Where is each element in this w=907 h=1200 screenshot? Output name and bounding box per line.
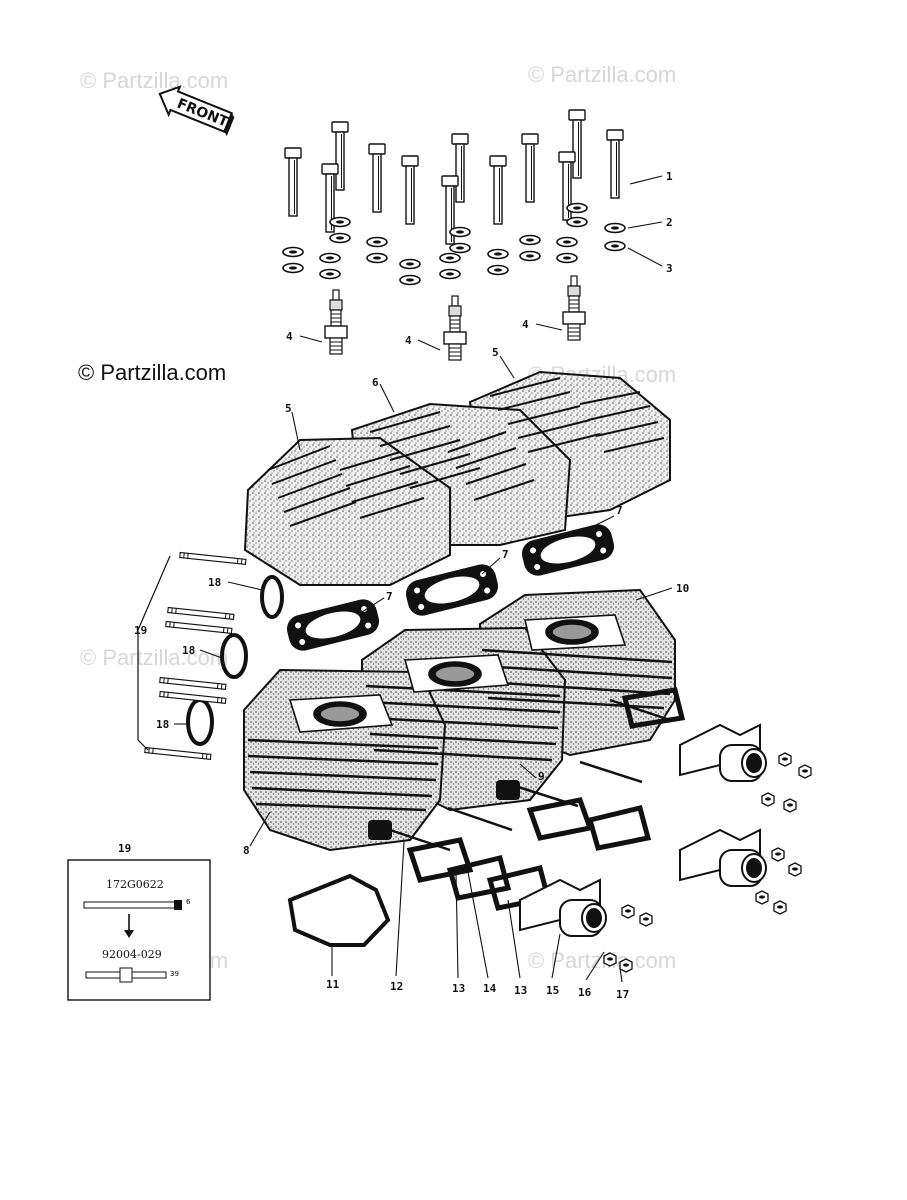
svg-text:39: 39 bbox=[170, 970, 179, 978]
head-bolt bbox=[401, 155, 419, 225]
callout-2: 2 bbox=[666, 216, 673, 229]
callout-10: 10 bbox=[676, 582, 689, 595]
callout-6: 6 bbox=[372, 376, 379, 389]
callout-14: 14 bbox=[483, 982, 497, 995]
callout-12: 12 bbox=[390, 980, 403, 993]
head-bolt bbox=[284, 147, 302, 217]
arrow-down-icon bbox=[124, 930, 134, 938]
inset-part-top: 172G0622 bbox=[106, 878, 164, 891]
callout-15: 15 bbox=[546, 984, 559, 997]
inset-callout: 19 bbox=[118, 842, 131, 855]
copyright-notice: © Partzilla.com bbox=[78, 360, 227, 385]
callout-11: 11 bbox=[326, 978, 340, 991]
inset-part-bottom: 92004-029 bbox=[102, 948, 162, 961]
callout-7: 7 bbox=[386, 590, 393, 603]
callout-18: 18 bbox=[156, 718, 169, 731]
cylinders bbox=[243, 588, 676, 852]
callout-9: 9 bbox=[538, 770, 545, 783]
callout-5: 5 bbox=[285, 402, 292, 415]
spark-plug bbox=[562, 275, 586, 341]
callouts: 1 2 3 4 4 4 5 6 5 7 7 7 10 18 19 18 18 9… bbox=[134, 170, 689, 1001]
callout-13: 13 bbox=[514, 984, 527, 997]
callout-8: 8 bbox=[243, 844, 250, 857]
callout-4: 4 bbox=[522, 318, 529, 331]
callout-18: 18 bbox=[208, 576, 221, 589]
callout-3: 3 bbox=[666, 262, 673, 275]
svg-text:6: 6 bbox=[186, 898, 191, 906]
callout-4: 4 bbox=[286, 330, 293, 343]
watermark: © Partzilla.com bbox=[80, 645, 228, 670]
watermark: © Partzilla.com bbox=[528, 948, 676, 973]
callout-7: 7 bbox=[502, 548, 509, 561]
spark-plugs bbox=[324, 275, 586, 361]
head-bolt bbox=[521, 133, 539, 203]
callout-16: 16 bbox=[578, 986, 592, 999]
base-gasket bbox=[287, 873, 391, 947]
watermark: © Partzilla.com bbox=[80, 68, 228, 93]
callout-7: 7 bbox=[616, 504, 623, 517]
cylinder-heads bbox=[243, 370, 671, 586]
stud-bolts bbox=[137, 551, 247, 760]
callout-13: 13 bbox=[452, 982, 465, 995]
stud-inset-box: 19 172G0622 6 92004-029 39 bbox=[67, 842, 211, 1001]
head-bolt bbox=[489, 155, 507, 225]
callout-19: 19 bbox=[134, 624, 147, 637]
spark-plug bbox=[443, 295, 467, 361]
callout-4: 4 bbox=[405, 334, 412, 347]
callout-1: 1 bbox=[666, 170, 673, 183]
watermark: © Partzilla.com bbox=[528, 62, 676, 87]
leader-lines bbox=[174, 175, 673, 983]
callout-5: 5 bbox=[492, 346, 499, 359]
head-gaskets bbox=[286, 524, 615, 651]
callout-17: 17 bbox=[616, 988, 629, 1001]
spark-plug bbox=[324, 289, 348, 355]
exhaust-studs bbox=[389, 698, 671, 852]
head-bolt bbox=[368, 143, 386, 213]
exhaust-flanges bbox=[519, 723, 767, 937]
callout-18: 18 bbox=[182, 644, 195, 657]
head-bolt bbox=[606, 129, 624, 199]
